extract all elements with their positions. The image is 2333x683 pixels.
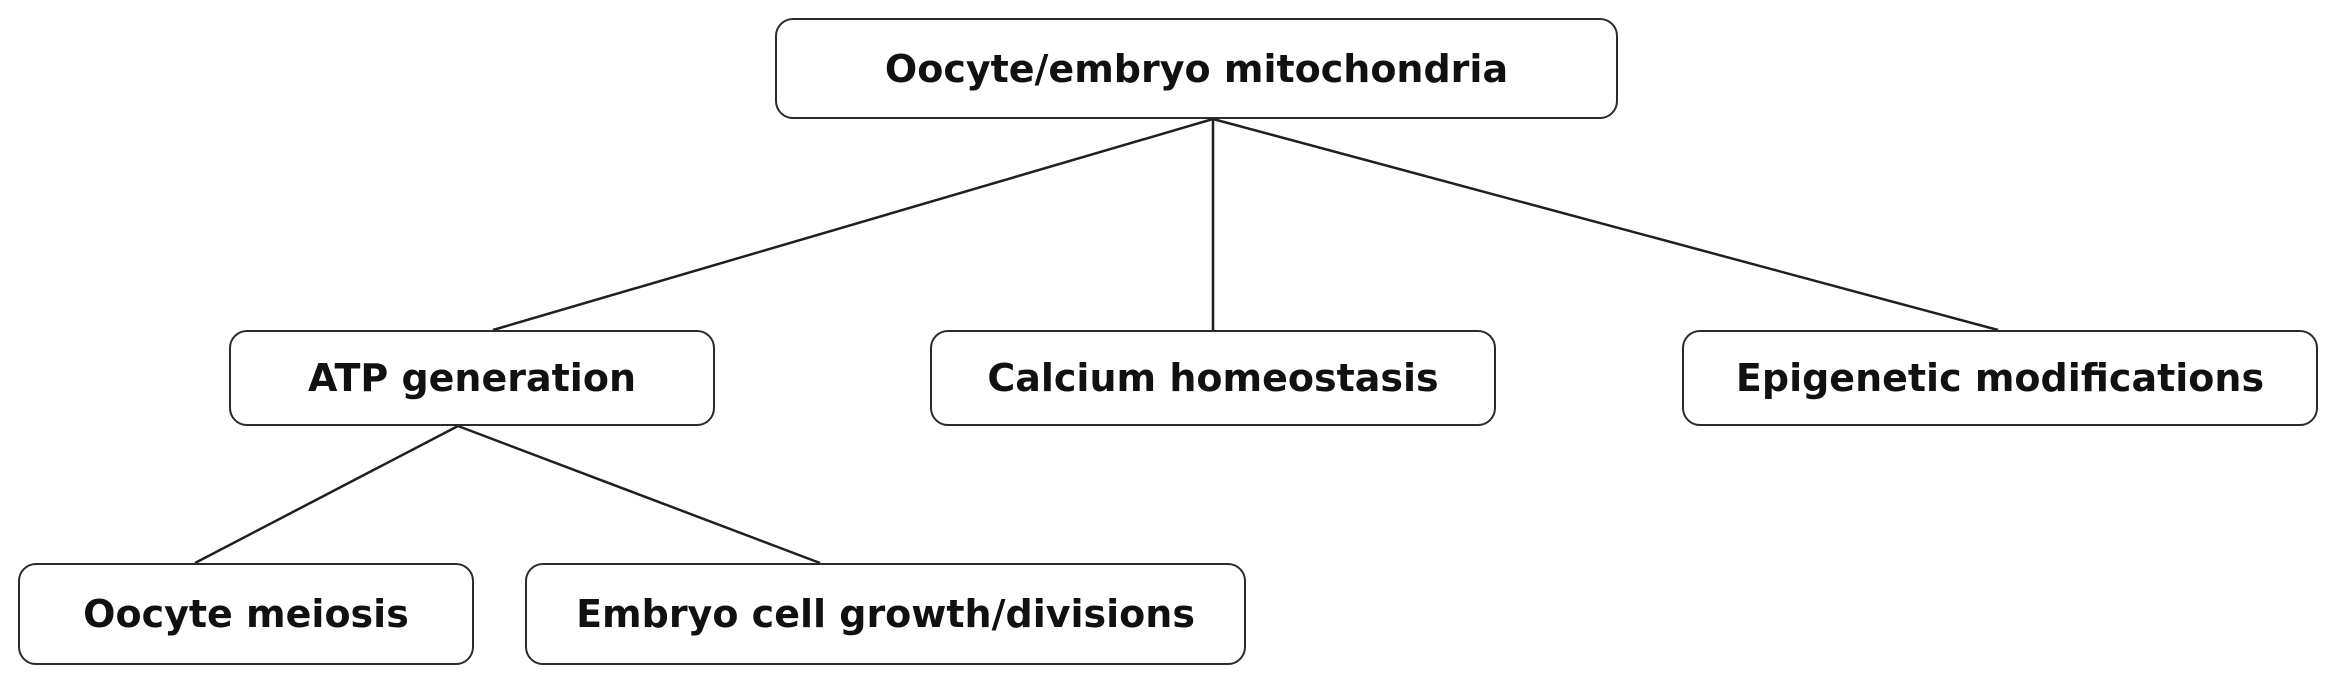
edge-root-to-epigenetic	[1212, 117, 1999, 332]
edge-atp-to-embryo-growth	[457, 424, 821, 565]
node-epigenetic-modifications: Epigenetic modifications	[1682, 330, 2318, 426]
node-calcium-homeostasis-label: Calcium homeostasis	[987, 356, 1439, 400]
node-embryo-cell-growth: Embryo cell growth/divisions	[525, 563, 1246, 665]
node-oocyte-meiosis: Oocyte meiosis	[18, 563, 474, 665]
edge-root-to-atp	[492, 117, 1214, 332]
node-epigenetic-modifications-label: Epigenetic modifications	[1735, 356, 2265, 400]
node-atp-generation: ATP generation	[229, 330, 715, 426]
node-embryo-cell-growth-label: Embryo cell growth/divisions	[576, 592, 1195, 636]
node-oocyte-meiosis-label: Oocyte meiosis	[83, 592, 409, 636]
root-node-oocyte-embryo-mitochondria: Oocyte/embryo mitochondria	[775, 18, 1618, 119]
node-atp-generation-label: ATP generation	[308, 356, 636, 400]
root-node-label: Oocyte/embryo mitochondria	[884, 46, 1509, 91]
edge-atp-to-meiosis	[194, 424, 459, 565]
node-calcium-homeostasis: Calcium homeostasis	[930, 330, 1496, 426]
